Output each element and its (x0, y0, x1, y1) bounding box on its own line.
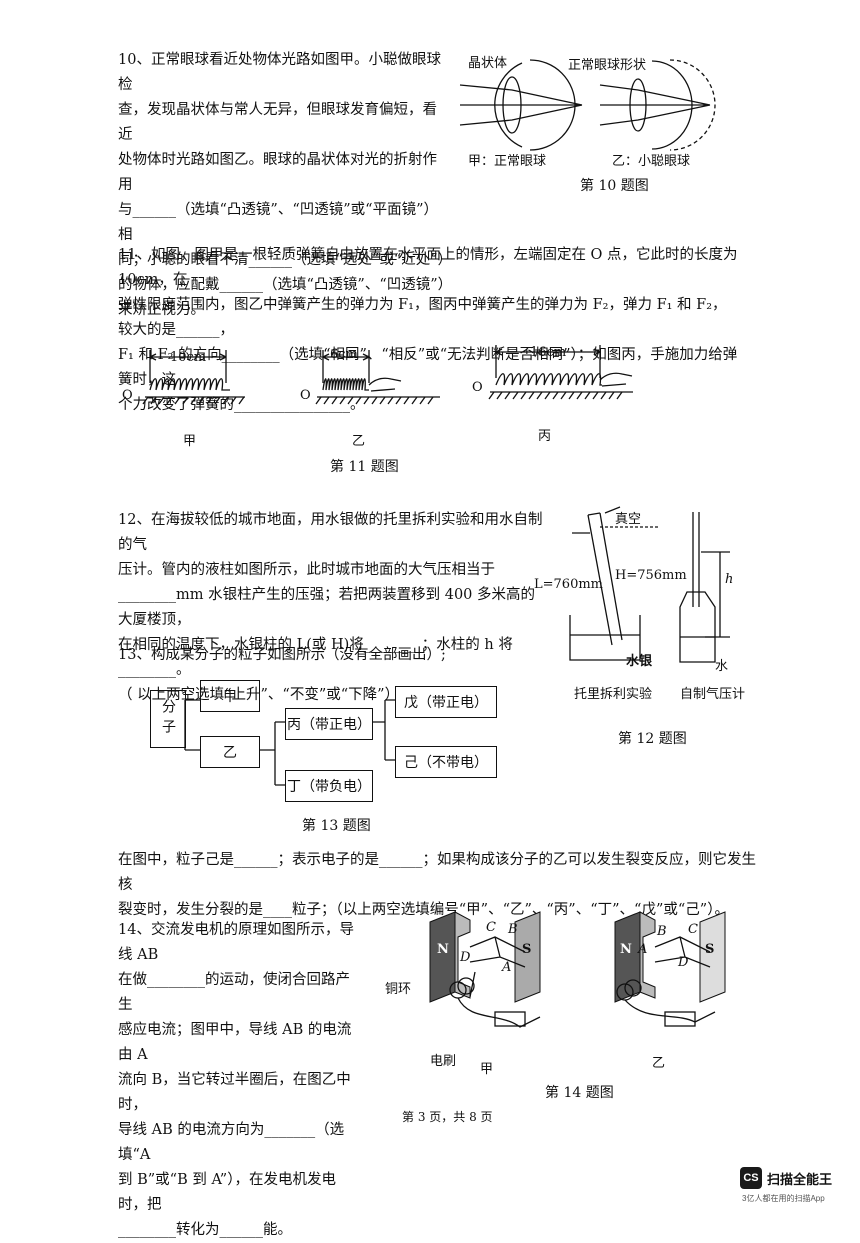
q11-line: F₁ 和 F₂ 的方向________（选填“相同”、“相反”或“无法判断是否相… (118, 347, 738, 388)
magnet-n-b: N (620, 942, 632, 957)
page-number: 第 3 页，共 8 页 (402, 1110, 493, 1124)
magnet-s-b: S (705, 942, 715, 957)
brush-label: 电刷 (430, 1054, 457, 1069)
q13-after-line: 裂变时，发生分裂的是____粒子；（以上两空选填编号“甲”、“乙”、“丙”、“丁… (118, 902, 729, 918)
point-d-a: D (460, 950, 471, 965)
label-lens: 晶状体 (468, 56, 508, 71)
point-b-a: B (508, 922, 518, 937)
label-short-eye: 乙：小聪眼球 (612, 154, 691, 169)
q12-line: 压计。管内的液柱如图所示，此时城市地面的大气压相当于 (118, 562, 495, 578)
scanner-slogan: 3亿人都在用的扫描App (742, 1194, 825, 1203)
q14-line: 在做________的运动，使闭合回路产生 (118, 972, 350, 1013)
label-normal-shape: 正常眼球形状 (568, 58, 647, 73)
caption-q13: 第 13 题图 (302, 818, 371, 834)
torricelli-figure (569, 506, 660, 661)
q11-line: 11、如图，图甲是一根轻质弹簧自由放置在水平面上的情形，左端固定在 O 点，它此… (118, 247, 738, 288)
q12-line: 12、在海拔较低的城市地面，用水银做的托里拆利实验和用水自制的气 (118, 512, 543, 553)
o-point-b: O (300, 388, 311, 403)
q13-after-text: 在图中，粒子己是______；表示电子的是______；如果构成该分子的乙可以发… (118, 848, 758, 923)
q10-line: 查，发现晶状体与常人无异，但眼球发育偏短，看近 (118, 102, 437, 143)
label-normal-eye: 甲：正常眼球 (468, 154, 547, 169)
spring-a-figure (142, 350, 245, 405)
water-column-h: h (725, 572, 734, 587)
node-wu: 戊（带正电） (395, 686, 497, 718)
scanner-app-name: 扫描全能王 (767, 1171, 833, 1187)
point-c-b: C (688, 922, 698, 937)
q11-text: 11、如图，图甲是一根轻质弹簧自由放置在水平面上的情形，左端固定在 O 点，它此… (118, 243, 738, 418)
node-yi: 乙 (200, 736, 260, 768)
point-a-b: A (638, 942, 648, 957)
q10-line: 来矫正视力。 (118, 302, 205, 318)
q10-line: 10、正常眼球看近处物体光路如图甲。小聪做眼球检 (118, 52, 441, 93)
length-c: 16cm (530, 345, 567, 360)
caption-q12: 第 12 题图 (618, 731, 687, 747)
q10-line: 处物体时光路如图乙。眼球的晶状体对光的折射作用 (118, 152, 437, 193)
scanner-logo-text: CS (743, 1172, 759, 1184)
point-a-a: A (502, 960, 512, 975)
vacuum-label: 真空 (615, 512, 642, 527)
q14-line: ________转化为______能。 (118, 1222, 292, 1238)
magnet-n-a: N (437, 942, 449, 957)
barometer-label: 自制气压计 (680, 687, 746, 702)
q14-line: 到 B”或“B 到 A”），在发电机发电时，把 (118, 1172, 336, 1213)
node-ding: 丁（带负电） (285, 770, 373, 802)
spring-c-figure (488, 345, 633, 400)
q12-line: ________mm 水银柱产生的压强；若把两装置移到 400 多米高的大厦楼顶… (118, 587, 536, 628)
point-b-b: B (657, 924, 667, 939)
q14-text: 14、交流发电机的原理如图所示，导线 AB 在做________的运动，使闭合回… (118, 918, 363, 1243)
magnet-s-a: S (522, 942, 532, 957)
q14-line: 感应电流；图甲中，导线 AB 的电流由 A (118, 1022, 352, 1063)
node-molecule: 分子 (150, 690, 186, 748)
fig-label-a: 甲 (183, 434, 197, 449)
point-c-a: C (486, 920, 496, 935)
mercury-column-length: L=760mm (534, 577, 603, 592)
q12-text: 12、在海拔较低的城市地面，用水银做的托里拆利实验和用水自制的气 压计。管内的液… (118, 508, 548, 708)
fig-label-14b: 乙 (652, 1056, 666, 1071)
q10-line: 与______（选填“凸透镜”、“凹透镜”或“平面镜”）相 (118, 202, 438, 243)
eye-short-figure (599, 59, 716, 151)
generator-a-figure (429, 911, 541, 1028)
o-point-a: O (122, 388, 133, 403)
caption-q14: 第 14 题图 (545, 1085, 614, 1101)
q13-after-line: 在图中，粒子己是______；表示电子的是______；如果构成该分子的乙可以发… (118, 852, 756, 893)
q14-line: 流向 B，当它转过半圈后，在图乙中时， (118, 1072, 351, 1113)
o-point-c: O (472, 380, 483, 395)
q14-line: 导线 AB 的电流方向为_______（选填“A (118, 1122, 345, 1163)
scanner-watermark: CS 扫描全能王 (740, 1167, 832, 1189)
node-molecule-label: 分子 (160, 699, 176, 739)
generator-b-figure (614, 911, 726, 1027)
water-label: 水 (715, 659, 729, 674)
caption-q11: 第 11 题图 (330, 459, 399, 475)
spring-b-figure (315, 350, 440, 405)
q10-text: 10、正常眼球看近处物体光路如图甲。小聪做眼球检 查，发现晶状体与常人无异，但眼… (118, 48, 453, 323)
mercury-label: 水银 (626, 654, 653, 669)
fig-label-b: 乙 (352, 434, 366, 449)
length-a: 10cm (170, 350, 207, 365)
q12-line: 在相同的温度下，水银柱的 L(或 H)将________；水柱的 h 将____… (118, 637, 513, 678)
node-bing: 丙（带正电） (285, 708, 373, 740)
torricelli-label: 托里拆利实验 (574, 687, 653, 702)
q11-line: 个力改变了弹簧的________________。 (118, 397, 365, 413)
q12-line: （ 以上两空选填“上升”、“不变”或“下降”） (118, 687, 400, 703)
mercury-column-height: H=756mm (615, 568, 687, 583)
point-d-b: D (678, 955, 689, 970)
q13-text: 13、构成某分子的粒子如图所示（没有全部画出）; (118, 643, 446, 668)
q11-line: 弹性限度范围内，图乙中弹簧产生的弹力为 F₁，图丙中弹簧产生的弹力为 F₂，弹力… (118, 297, 727, 338)
node-jia: 甲 (200, 680, 260, 712)
q14-line: 14、交流发电机的原理如图所示，导线 AB (118, 922, 354, 963)
caption-q10: 第 10 题图 (580, 178, 649, 194)
copper-ring-label: 铜环 (385, 982, 412, 997)
fig-label-14a: 甲 (480, 1062, 494, 1077)
node-ji: 己（不带电） (395, 746, 497, 778)
fig-label-c: 丙 (538, 429, 552, 444)
length-b: 6cm (330, 347, 358, 362)
q10-line: 的物体，应配戴______（选填“凸透镜”、“凹透镜”） (118, 277, 453, 293)
q10-line: 同；小聪的眼看不清______（选填“远处”或“近处”） (118, 252, 453, 268)
eye-normal-figure (459, 59, 583, 151)
scanner-logo-icon: CS (740, 1167, 762, 1189)
q13-line: 13、构成某分子的粒子如图所示（没有全部画出）; (118, 647, 446, 663)
barometer-figure (679, 512, 730, 663)
